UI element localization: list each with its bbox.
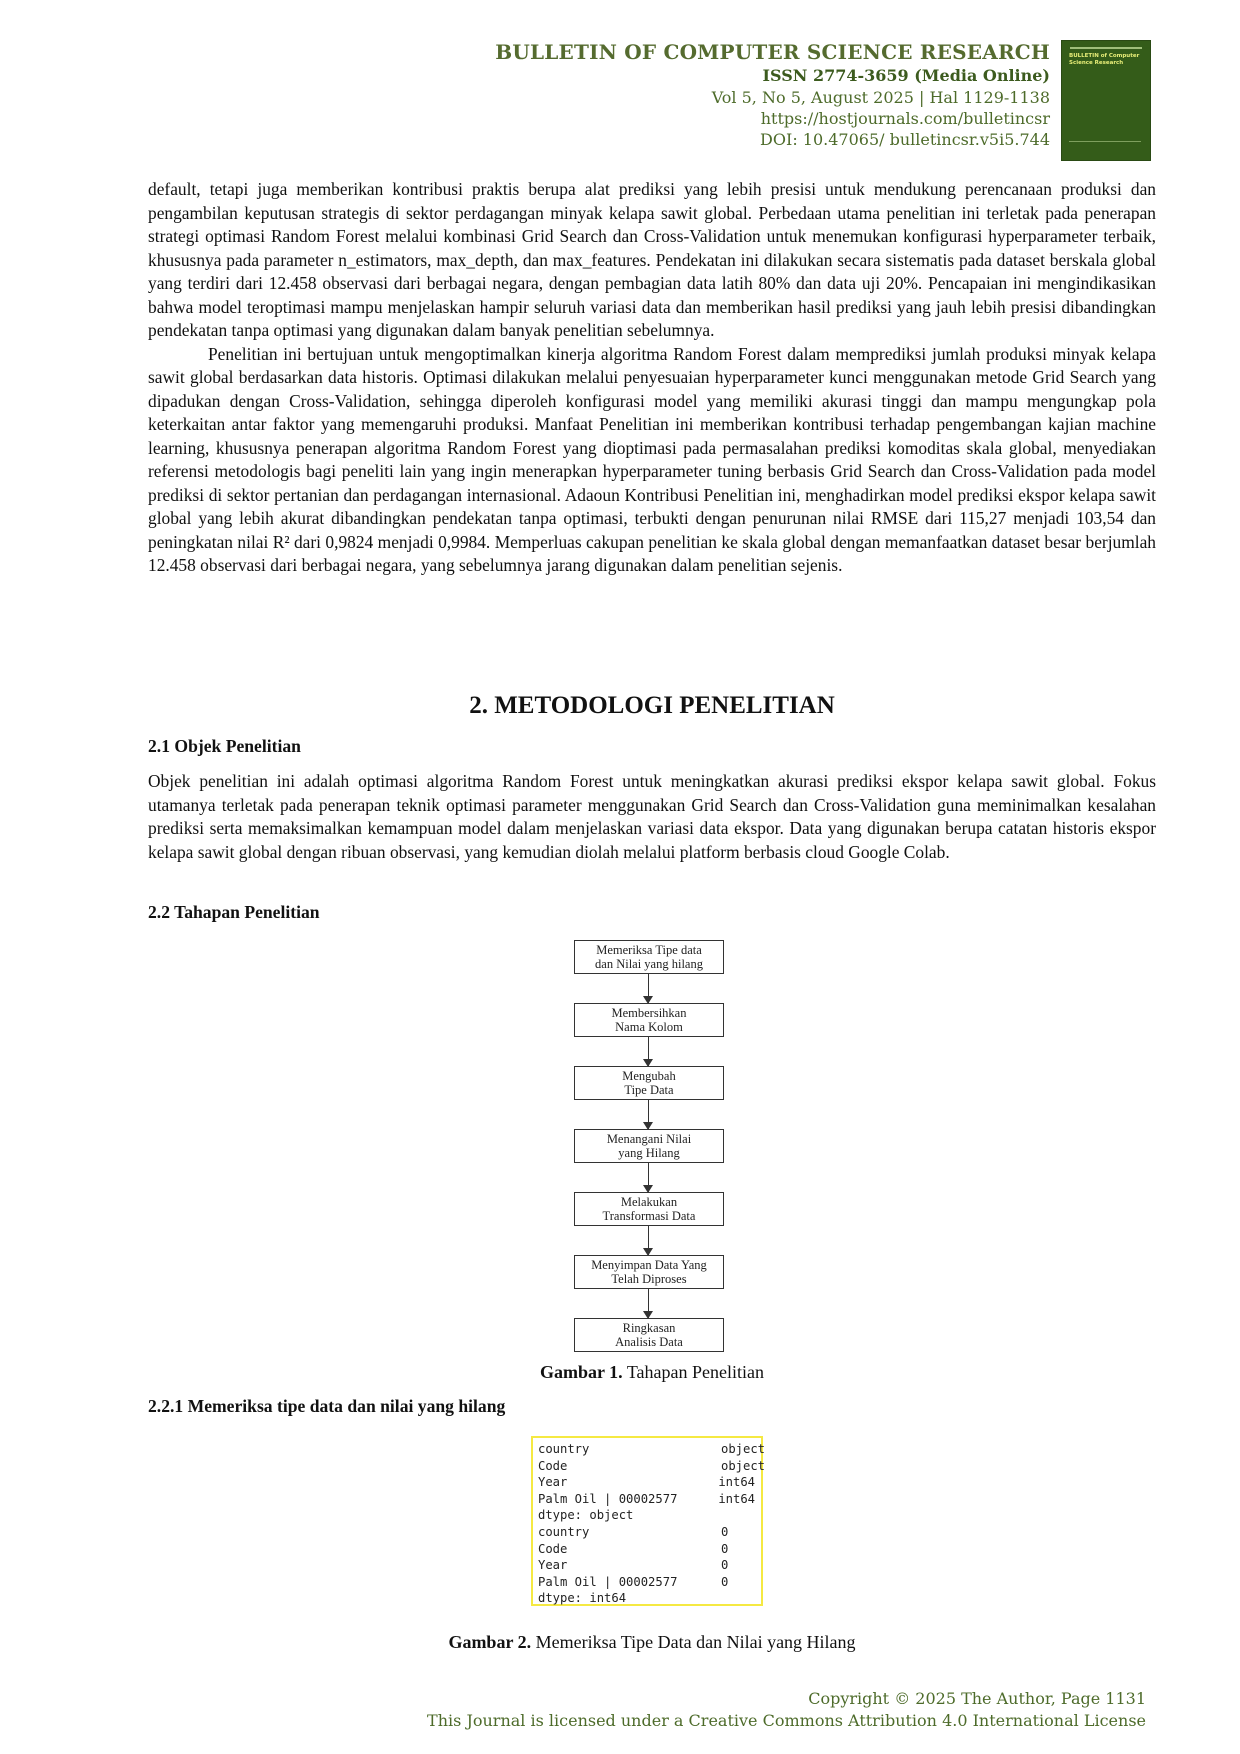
paragraph-3: Objek penelitian ini adalah optimasi alg… xyxy=(148,771,1156,862)
figure-1-caption: Gambar 1. Tahapan Penelitian xyxy=(539,1362,765,1382)
journal-cover-image: BULLETIN of Computer Science Research xyxy=(1061,40,1151,161)
cover-title: BULLETIN of Computer Science Research xyxy=(1069,53,1140,66)
flow-arrow xyxy=(643,1226,653,1256)
paragraph-2: Penelitian ini bertujuan untuk mengoptim… xyxy=(148,343,1156,576)
page-footer: Copyright © 2025 The Author, Page 1131 T… xyxy=(427,1688,1146,1732)
volume-info: Vol 5, No 5, August 2025 | Hal 1129-1138 xyxy=(711,88,1050,107)
subheading-tahapan: 2.2 Tahapan Penelitian xyxy=(148,902,320,922)
journal-url[interactable]: https://hostjournals.com/bulletincsr xyxy=(760,109,1050,128)
section-title: 2. METODOLOGI PENELITIAN xyxy=(469,692,835,719)
objek-section: Objek penelitian ini adalah optimasi alg… xyxy=(148,770,1156,864)
flow-arrow xyxy=(643,1100,653,1130)
license-line[interactable]: This Journal is licensed under a Creativ… xyxy=(427,1711,1146,1730)
journal-title: BULLETIN OF COMPUTER SCIENCE RESEARCH xyxy=(495,40,1050,64)
figure-2-caption: Gambar 2. Memeriksa Tipe Data dan Nilai … xyxy=(448,1632,856,1652)
subheading-objek: 2.1 Objek Penelitian xyxy=(148,736,301,756)
copyright-line: Copyright © 2025 The Author, Page 1131 xyxy=(808,1689,1146,1708)
flow-arrow xyxy=(643,1289,653,1319)
paragraph-1: default, tetapi juga memberikan kontribu… xyxy=(148,179,1156,340)
flow-arrow xyxy=(643,974,653,1004)
flow-arrow xyxy=(643,1037,653,1067)
issn: ISSN 2774-3659 (Media Online) xyxy=(762,66,1050,85)
journal-header: BULLETIN OF COMPUTER SCIENCE RESEARCH IS… xyxy=(495,40,1050,150)
output-row: dtype: object xyxy=(538,1508,634,1523)
subheading-memeriksa: 2.2.1 Memeriksa tipe data dan nilai yang… xyxy=(148,1396,506,1416)
intro-continuation: default, tetapi juga memberikan kontribu… xyxy=(148,178,1156,578)
flow-arrow xyxy=(643,1163,653,1193)
doi[interactable]: DOI: 10.47065/ bulletincsr.v5i5.744 xyxy=(760,130,1050,149)
output-row: dtype: int64 xyxy=(538,1591,627,1606)
